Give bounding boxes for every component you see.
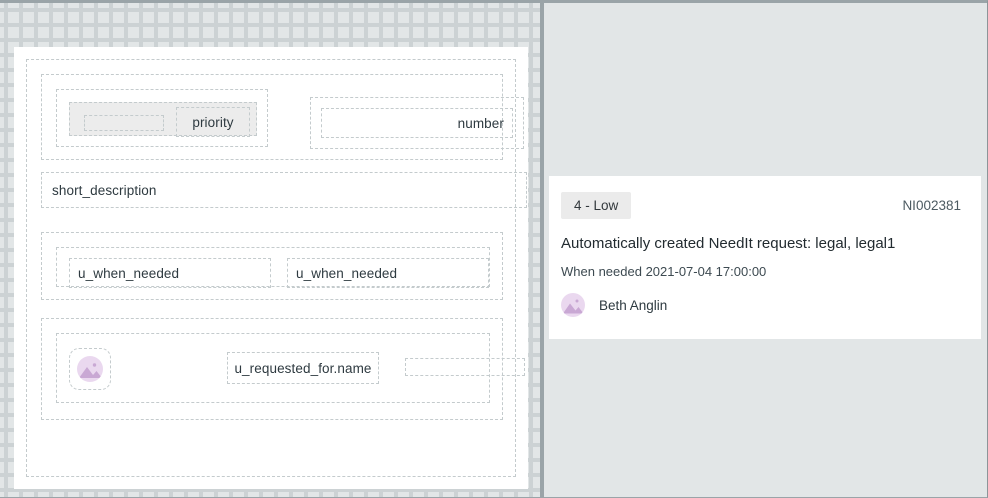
when-needed-field-left[interactable]: u_when_needed: [69, 258, 271, 288]
number-field-label: number: [457, 115, 504, 131]
field-group-requested-for[interactable]: u_requested_for.name: [56, 333, 525, 403]
field-group-number[interactable]: number: [310, 97, 524, 149]
record-number: NI002381: [902, 198, 961, 213]
requested-for-name-label: u_requested_for.name: [234, 360, 372, 376]
record-when-needed: When needed 2021-07-04 17:00:00: [561, 264, 767, 279]
field-group-when-needed[interactable]: u_when_needed u_when_needed: [56, 247, 490, 288]
when-needed-left-label: u_when_needed: [78, 265, 180, 281]
when-needed-right-label: u_when_needed: [296, 265, 398, 281]
record-title: Automatically created NeedIt request: le…: [561, 235, 896, 252]
when-needed-field-right[interactable]: u_when_needed: [287, 258, 489, 288]
priority-status-badge: 4 - Low: [561, 192, 632, 219]
form-section-top[interactable]: priority number: [41, 74, 524, 160]
field-group-priority[interactable]: priority: [56, 89, 268, 147]
image-placeholder-icon: [561, 293, 585, 317]
record-requested-for: Beth Anglin: [561, 293, 963, 317]
priority-empty-slot[interactable]: [84, 115, 164, 131]
requested-for-empty-slot[interactable]: [405, 358, 525, 376]
priority-field-label: priority: [192, 114, 234, 130]
panel-divider[interactable]: [540, 1, 544, 497]
priority-field-wrapper[interactable]: priority: [69, 102, 257, 137]
number-field[interactable]: number: [321, 108, 513, 138]
short-description-field[interactable]: short_description: [41, 172, 527, 208]
record-card-header: 4 - Low NI002381: [561, 192, 963, 219]
image-placeholder-icon: [77, 356, 103, 382]
form-designer-canvas[interactable]: priority number short_description: [0, 1, 540, 497]
avatar-field-slot[interactable]: [69, 348, 111, 390]
form-section-requested-for[interactable]: u_requested_for.name: [41, 318, 525, 420]
short-description-field-label: short_description: [52, 182, 157, 198]
form-section-when-needed[interactable]: u_when_needed u_when_needed: [41, 232, 503, 300]
form-container-outline[interactable]: priority number short_description: [26, 59, 527, 477]
record-preview-panel: 4 - Low NI002381 Automatically created N…: [544, 1, 987, 497]
record-user-name: Beth Anglin: [599, 297, 668, 313]
requested-for-name-field[interactable]: u_requested_for.name: [227, 352, 379, 384]
record-card[interactable]: 4 - Low NI002381 Automatically created N…: [549, 176, 981, 339]
priority-field[interactable]: priority: [176, 107, 250, 137]
form-canvas-sheet[interactable]: priority number short_description: [14, 47, 528, 489]
